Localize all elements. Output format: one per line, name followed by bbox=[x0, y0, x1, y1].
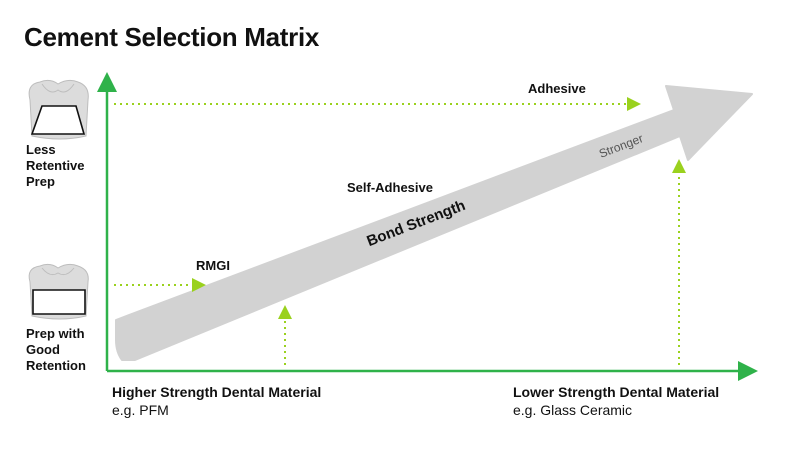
y-label-good-retention: Prep with Good Retention bbox=[26, 326, 86, 373]
x-label-higher-strength-example: e.g. PFM bbox=[112, 402, 169, 418]
cement-adhesive: Adhesive bbox=[528, 81, 586, 96]
bond-strength-arrow bbox=[115, 85, 753, 361]
x-label-lower-strength-title: Lower Strength Dental Material bbox=[513, 384, 720, 400]
page-title: Cement Selection Matrix bbox=[24, 22, 320, 52]
tooth-good-retention-icon bbox=[28, 263, 89, 320]
x-label-lower-strength-example: e.g. Glass Ceramic bbox=[513, 402, 633, 418]
x-label-higher-strength-title: Higher Strength Dental Material bbox=[112, 384, 322, 400]
cement-self-adhesive: Self-Adhesive bbox=[347, 180, 433, 195]
cement-rmgi: RMGI bbox=[196, 258, 230, 273]
x-label-lower-strength: Lower Strength Dental Material e.g. Glas… bbox=[513, 383, 719, 419]
x-label-higher-strength: Higher Strength Dental Material e.g. PFM bbox=[112, 383, 321, 419]
tooth-less-retentive-icon bbox=[28, 79, 89, 140]
y-label-less-retentive: Less Retentive Prep bbox=[26, 142, 85, 189]
